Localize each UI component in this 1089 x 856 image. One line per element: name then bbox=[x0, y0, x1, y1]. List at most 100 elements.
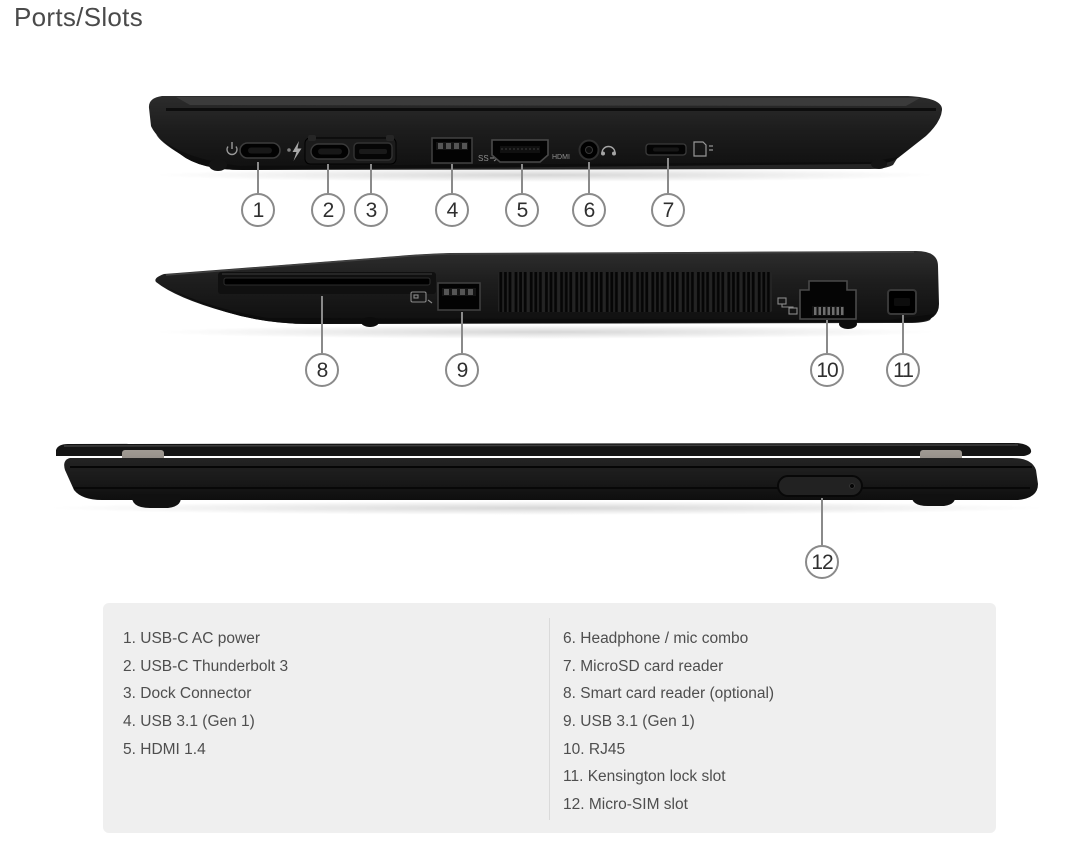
callout-number: 4 bbox=[446, 198, 459, 222]
kensington-lock-slot bbox=[887, 289, 917, 315]
legend-item: 5. HDMI 1.4 bbox=[123, 736, 288, 764]
microsd-slot bbox=[645, 143, 687, 156]
callout-number: 11 bbox=[893, 358, 914, 382]
legend-item: 4. USB 3.1 (Gen 1) bbox=[123, 708, 288, 736]
legend-item: 12. Micro-SIM slot bbox=[563, 791, 774, 819]
callout-4: 4 bbox=[435, 193, 469, 227]
usb-a-port bbox=[437, 282, 481, 311]
callout-number: 6 bbox=[583, 198, 596, 222]
bottom-shading bbox=[168, 288, 934, 324]
smart-card-slot bbox=[218, 272, 436, 294]
smart-card-icon bbox=[410, 291, 433, 304]
top-edge-highlight bbox=[165, 251, 915, 276]
callout-number: 5 bbox=[516, 198, 529, 222]
legend-item-number: 5. bbox=[123, 740, 136, 758]
legend-item-label: HDMI 1.4 bbox=[140, 740, 206, 758]
legend-item-label: Headphone / mic combo bbox=[580, 630, 749, 647]
callout-line bbox=[667, 158, 669, 193]
callout-line bbox=[321, 296, 323, 353]
legend-item-number: 9. bbox=[563, 713, 576, 731]
callout-line bbox=[826, 320, 828, 353]
legend-item-number: 2. bbox=[123, 657, 136, 675]
callout-12: 12 bbox=[805, 545, 839, 579]
callout-number: 1 bbox=[252, 198, 265, 222]
legend-item: 10. RJ45 bbox=[563, 736, 774, 764]
hdmi-label: HDMI bbox=[552, 154, 570, 161]
legend-item: 9. USB 3.1 (Gen 1) bbox=[563, 708, 774, 736]
callout-2: 2 bbox=[311, 193, 345, 227]
laptop-shadow bbox=[150, 325, 940, 339]
legend-item-number: 11. bbox=[563, 768, 584, 786]
legend-item-number: 6. bbox=[563, 630, 576, 647]
legend-item: 2. USB-C Thunderbolt 3 bbox=[123, 653, 288, 681]
callout-line bbox=[821, 498, 823, 545]
callout-number: 8 bbox=[316, 358, 329, 382]
legend-panel: 1. USB-C AC power 2. USB-C Thunderbolt 3… bbox=[103, 603, 996, 833]
micro-sim-tray bbox=[777, 475, 863, 497]
legend-item: 3. Dock Connector bbox=[123, 680, 288, 708]
laptop-shadow bbox=[42, 501, 1052, 515]
callout-number: 7 bbox=[662, 198, 675, 222]
laptop-body bbox=[148, 96, 943, 170]
laptop-left-side-view: SS HDMI bbox=[148, 96, 943, 171]
lid-highlight bbox=[63, 444, 1019, 447]
cooling-vents bbox=[498, 272, 772, 312]
legend-item-label: USB-C AC power bbox=[140, 630, 260, 647]
callout-line bbox=[370, 164, 372, 193]
callout-number: 2 bbox=[322, 198, 335, 222]
legend-item-number: 1. bbox=[123, 630, 136, 647]
legend-item-number: 10. bbox=[563, 740, 585, 758]
thunderbolt-dock-connector bbox=[304, 135, 397, 165]
callout-line bbox=[521, 164, 523, 193]
rubber-foot bbox=[871, 159, 887, 169]
callout-7: 7 bbox=[651, 193, 685, 227]
callout-number: 12 bbox=[811, 550, 833, 574]
callout-9: 9 bbox=[445, 353, 479, 387]
lid-groove bbox=[166, 108, 936, 111]
legend-item-label: Dock Connector bbox=[140, 685, 252, 703]
callout-line bbox=[461, 312, 463, 353]
legend-divider bbox=[549, 618, 550, 820]
status-led bbox=[287, 148, 291, 152]
callout-3: 3 bbox=[354, 193, 388, 227]
legend-item-label: Micro-SIM slot bbox=[588, 796, 688, 814]
legend-item-number: 8. bbox=[563, 685, 576, 703]
lid-top-highlight bbox=[176, 97, 920, 106]
legend-item-label: USB-C Thunderbolt 3 bbox=[140, 657, 289, 675]
usb-c-thunderbolt-port bbox=[310, 143, 350, 160]
callout-line bbox=[257, 162, 259, 193]
legend-item: 6. Headphone / mic combo bbox=[563, 625, 774, 653]
page-title: Ports/Slots bbox=[14, 2, 144, 32]
laptop-body bbox=[64, 458, 1038, 500]
callout-number: 3 bbox=[365, 198, 378, 222]
legend-item: 1. USB-C AC power bbox=[123, 625, 288, 653]
laptop-right-side-view bbox=[155, 251, 939, 329]
usb-a-port bbox=[431, 137, 473, 164]
legend-item: 11. Kensington lock slot bbox=[563, 763, 774, 791]
rubber-foot bbox=[209, 159, 227, 171]
legend-item-number: 3. bbox=[123, 685, 136, 703]
legend-item-label: Kensington lock slot bbox=[587, 768, 726, 786]
legend-item-label: MicroSD card reader bbox=[580, 657, 724, 675]
legend-item-label: USB 3.1 (Gen 1) bbox=[580, 713, 695, 731]
power-icon bbox=[226, 142, 238, 156]
callout-5: 5 bbox=[505, 193, 539, 227]
legend-item-label: USB 3.1 (Gen 1) bbox=[140, 713, 255, 731]
headphone-jack bbox=[578, 139, 600, 161]
hdmi-port bbox=[491, 139, 549, 163]
rubber-foot bbox=[361, 317, 379, 327]
hinge-bump bbox=[131, 494, 181, 508]
legend-item-number: 7. bbox=[563, 657, 576, 675]
hinge-bump bbox=[911, 494, 955, 506]
legend-column-left: 1. USB-C AC power 2. USB-C Thunderbolt 3… bbox=[123, 625, 288, 763]
thunderbolt-icon bbox=[292, 141, 302, 161]
legend-item: 8. Smart card reader (optional) bbox=[563, 680, 774, 708]
callout-10: 10 bbox=[810, 353, 844, 387]
callout-line bbox=[902, 315, 904, 353]
dock-connector-port bbox=[353, 142, 393, 161]
callout-number: 9 bbox=[456, 358, 469, 382]
callout-8: 8 bbox=[305, 353, 339, 387]
legend-item-label: Smart card reader (optional) bbox=[580, 685, 775, 703]
bottom-shading bbox=[156, 134, 898, 170]
